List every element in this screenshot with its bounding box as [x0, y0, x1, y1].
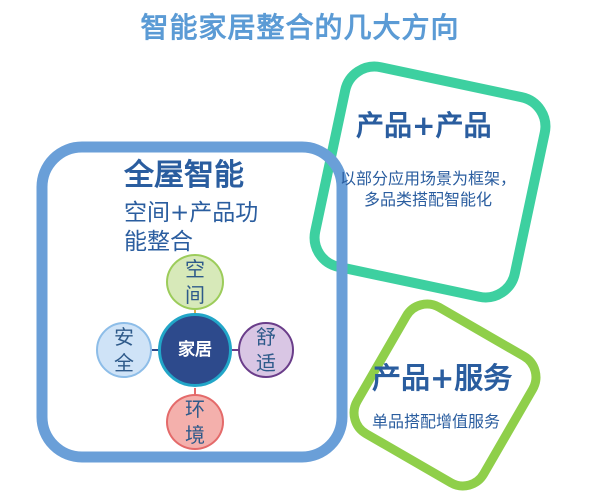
- hub-node-comfort-line1: 舒: [256, 325, 276, 349]
- hub-node-comfort-line2: 适: [256, 351, 276, 375]
- hub-node-safety-line2: 全: [114, 351, 134, 375]
- hub-center-label: 家居: [178, 340, 212, 360]
- hub-node-environment-line1: 环: [185, 397, 205, 421]
- hub-node-space-line1: 空: [185, 257, 205, 281]
- product-product-title: 产品+产品: [356, 109, 492, 142]
- hub-node-environment-line2: 境: [185, 423, 205, 447]
- hub-center: 家居: [158, 313, 232, 387]
- hub-node-safety: 安 全: [96, 322, 152, 378]
- hub-node-comfort: 舒 适: [238, 322, 294, 378]
- whole-house-frame: [36, 141, 348, 463]
- whole-house-title: 全屋智能: [124, 158, 244, 193]
- hub-node-environment: 环 境: [166, 394, 224, 450]
- product-service-desc: 单品搭配增值服务: [372, 412, 501, 431]
- product-product-desc-line1: 以部分应用场景为框架，: [339, 169, 516, 188]
- page-title: 智能家居整合的几大方向: [140, 11, 460, 44]
- product-service-title: 产品+服务: [372, 361, 513, 395]
- hub-node-space: 空 间: [166, 254, 224, 310]
- hub-node-safety-line1: 安: [114, 325, 134, 349]
- hub-node-space-line2: 间: [185, 283, 205, 307]
- product-service-frame: [349, 299, 541, 491]
- whole-house-desc-line1: 空间+产品功: [124, 200, 259, 226]
- whole-house-desc-line2: 能整合: [124, 229, 193, 255]
- product-product-desc-line2: 多品类搭配智能化: [363, 190, 492, 209]
